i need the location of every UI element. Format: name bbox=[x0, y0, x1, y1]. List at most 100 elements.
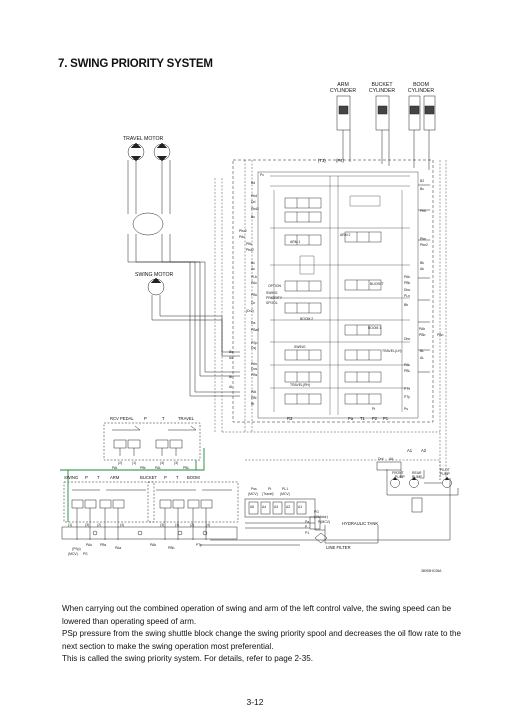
spool-boom1: BOOM 1 bbox=[368, 326, 381, 330]
port-label: Pbe2 bbox=[420, 243, 428, 247]
port-label: PSp bbox=[251, 341, 258, 345]
sol-a: A2 bbox=[286, 505, 290, 509]
bottom-port-p2: P2 bbox=[372, 416, 378, 421]
port-label: PBc bbox=[246, 242, 253, 246]
rcv-lever-port: (3) bbox=[85, 523, 89, 527]
pump-pilot-2: PUMP bbox=[440, 472, 451, 476]
port-label: (Dr2) bbox=[246, 309, 254, 313]
port-label: Pbb bbox=[420, 209, 426, 213]
pilot-line-green bbox=[60, 448, 205, 522]
rcv-lever-swing: SWING bbox=[64, 475, 78, 480]
top-port-t3: (T3) bbox=[318, 158, 326, 163]
travel-motor-left bbox=[127, 142, 145, 162]
travel-motor-right bbox=[153, 142, 171, 162]
spool-bucket: BUCKET bbox=[370, 282, 384, 286]
port-label: PBc bbox=[251, 293, 258, 297]
bucket-cylinder-label-1: BUCKET bbox=[371, 82, 393, 88]
pump-rear-1: REAR bbox=[412, 471, 422, 475]
port-label: PBa2 bbox=[251, 328, 259, 332]
port-label: Dc bbox=[251, 301, 255, 305]
port-label: PTv bbox=[404, 387, 410, 391]
sol-a: A5 bbox=[250, 505, 254, 509]
rcv-lever-sub: PTy bbox=[196, 543, 202, 547]
rcv-lever-bucket: BUCKET bbox=[140, 475, 157, 480]
port-label: PBk bbox=[404, 281, 411, 285]
port-label: Bs bbox=[229, 350, 233, 354]
bucket-cylinder bbox=[375, 95, 390, 140]
sol-p: P bbox=[305, 525, 308, 529]
port-label: Bt bbox=[251, 402, 254, 406]
port-label: Dd bbox=[251, 200, 255, 204]
port-label: PLb bbox=[251, 275, 257, 279]
port-label: PAt bbox=[251, 390, 256, 394]
sol-rmcv: (1/Motor) bbox=[314, 515, 328, 519]
rcv-pedal-port: (1) bbox=[132, 461, 136, 465]
sol-pmcv: P(MCV) bbox=[318, 520, 330, 524]
pump-front-1: FRONT bbox=[392, 471, 404, 475]
bottom-port-p1: P1 bbox=[383, 416, 389, 421]
port-label: Pbc2 bbox=[239, 229, 247, 233]
port-label: PAk bbox=[404, 275, 410, 279]
sol-port: Pss bbox=[251, 487, 257, 491]
pump-dr: Dr# bbox=[378, 457, 384, 461]
hydraulic-tank bbox=[324, 525, 379, 544]
spool-sections bbox=[284, 197, 382, 405]
port-label: Pbd bbox=[251, 194, 257, 198]
port-label: Bb bbox=[404, 303, 408, 307]
pump-ar: A# bbox=[389, 457, 393, 461]
port-label: PAs bbox=[251, 362, 257, 366]
port-label: Dos bbox=[251, 367, 257, 371]
rcv-pedal-block bbox=[103, 422, 201, 461]
rcv-pedal-t: T bbox=[162, 416, 165, 421]
spool-travel-lh: TRAVEL(LH) bbox=[382, 349, 402, 353]
rcv-pedal-port: (3) bbox=[174, 461, 178, 465]
port-label: Bc bbox=[251, 261, 255, 265]
port-label: PBt bbox=[251, 396, 257, 400]
bucket-cylinder-label-2: CYLINDER bbox=[369, 88, 395, 94]
port-label: Pbe bbox=[420, 237, 426, 241]
boom-cylinder-right bbox=[423, 95, 436, 131]
port-label: At bbox=[229, 385, 232, 389]
port-label: Ps bbox=[404, 407, 408, 411]
port-label: Pc bbox=[260, 173, 264, 177]
rcv-lever-port: (4) bbox=[206, 523, 210, 527]
paragraph-psp-pressure: PSp pressure from the swing shuttle bloc… bbox=[62, 629, 462, 651]
sol-sub: (Travel) bbox=[262, 492, 274, 496]
arm-cylinder-label-1: ARM bbox=[337, 82, 349, 88]
port-label: As bbox=[229, 356, 233, 360]
rcv-lever-port: (3) bbox=[160, 523, 164, 527]
rcv-lever-sub: PBb bbox=[168, 546, 175, 550]
rcv-pedal-label: RCV PEDAL bbox=[110, 416, 134, 421]
port-label: Dbo bbox=[404, 337, 410, 341]
sol-port: Pt bbox=[268, 487, 271, 491]
port-label: Dsj bbox=[251, 346, 256, 350]
arm-cylinder bbox=[336, 95, 351, 140]
port-label: Pt bbox=[372, 407, 375, 411]
port-label: Bk bbox=[420, 261, 424, 265]
boom-cylinder-left bbox=[408, 95, 421, 131]
spool-arm2: ARM 2 bbox=[340, 233, 350, 237]
page-title: 7. SWING PRIORITY SYSTEM bbox=[58, 58, 213, 70]
port-label: PAb bbox=[419, 327, 425, 331]
spool-arm1: ARM 1 bbox=[290, 240, 300, 244]
spool-swing-priority-3: SPOOL bbox=[266, 301, 278, 305]
paragraph-reference: This is called the swing priority system… bbox=[62, 654, 314, 663]
rcv-lever-mcv: (MCV) bbox=[68, 552, 78, 556]
rcv-pedal-sub: PBL bbox=[183, 466, 190, 470]
boom-cylinder-label-2: CYLINDER bbox=[408, 88, 434, 94]
port-label: Ak bbox=[420, 267, 424, 271]
bottom-port-r3: R3 bbox=[287, 416, 293, 421]
rcv-lever-t1: T bbox=[97, 475, 100, 480]
rcv-lever-t2: T bbox=[176, 475, 179, 480]
port-label: Dbo bbox=[404, 288, 410, 292]
sol-a: A4 bbox=[262, 505, 266, 509]
port-label: Ac bbox=[251, 267, 255, 271]
diagram-code: 38093HC08A bbox=[421, 569, 442, 573]
port-label: PLn bbox=[404, 294, 410, 298]
solenoid-valve-block bbox=[244, 498, 325, 531]
line-filter-label: LINE FILTER bbox=[326, 545, 351, 550]
port-label: Pbd2 bbox=[251, 207, 259, 211]
port-label: PAc bbox=[239, 235, 245, 239]
port-label: Da bbox=[251, 321, 255, 325]
pump-a2: A2 bbox=[421, 448, 427, 453]
